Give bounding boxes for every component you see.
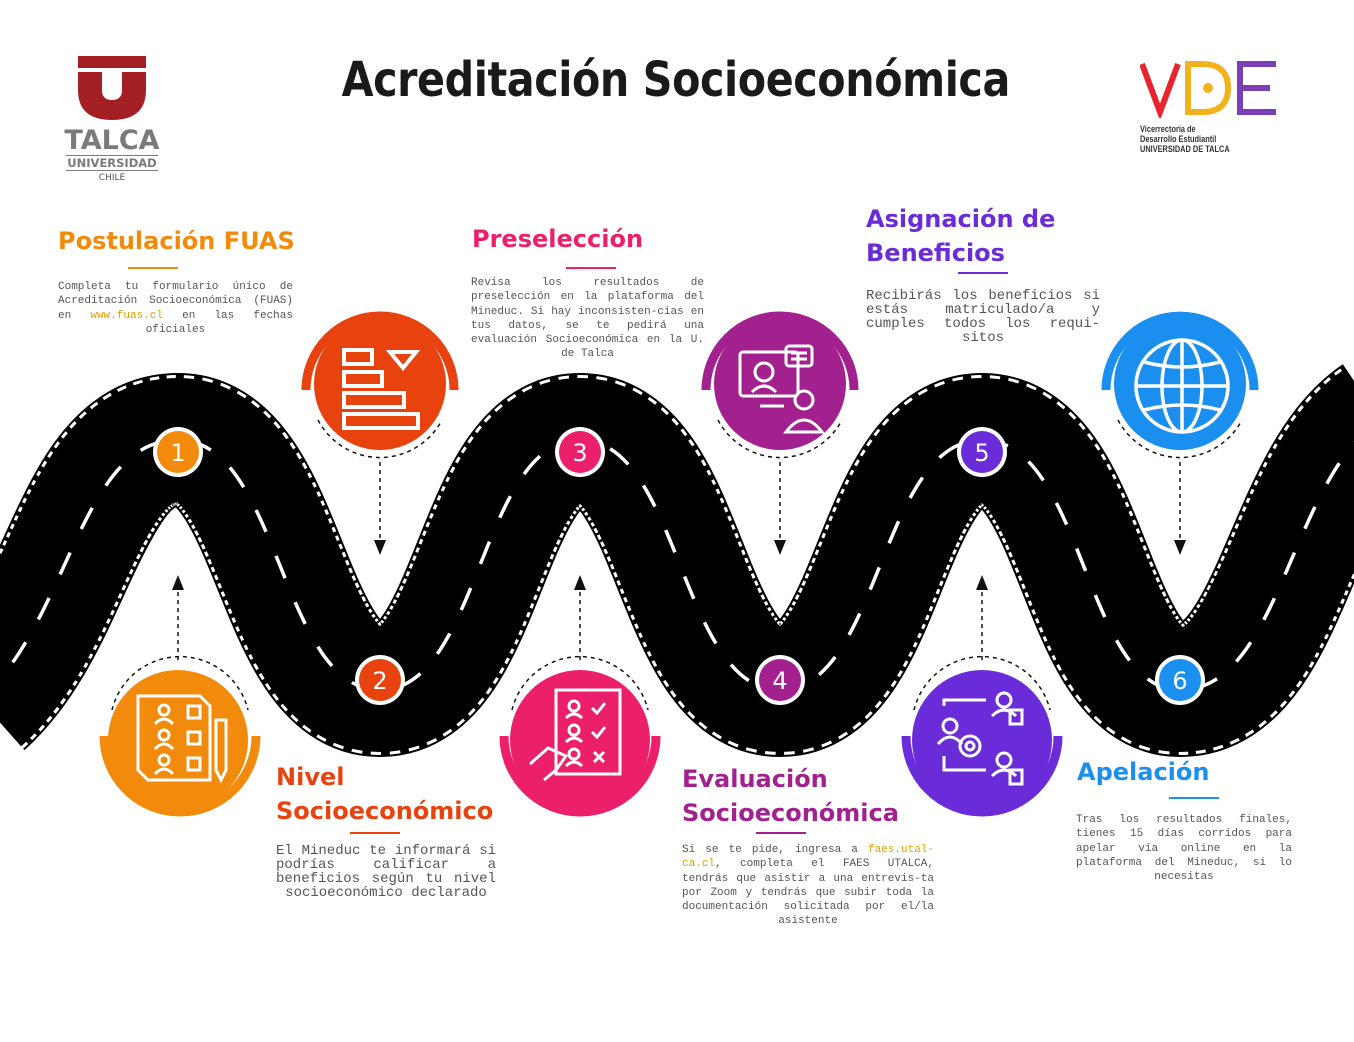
- step-number-label: 1: [170, 439, 185, 467]
- icon-circle-step6: [1101, 311, 1259, 459]
- page-title: Acreditación Socioeconómica: [341, 52, 1011, 108]
- icon-circle-step1: [99, 655, 261, 817]
- step3-underline: [566, 267, 616, 269]
- utalca-emblem-icon: [78, 56, 146, 120]
- step4-underline: [756, 832, 806, 834]
- step-number-6: 6: [1155, 655, 1205, 705]
- step3-title: Preselección: [472, 225, 644, 253]
- people-process-icon: [936, 691, 1024, 786]
- step-number-4: 4: [755, 655, 805, 705]
- step6-title: Apelación: [1077, 758, 1210, 786]
- vde-line-3: UNIVERSIDAD DE TALCA: [1140, 144, 1230, 154]
- step1-description: Completa tu formulario único de Acredita…: [58, 281, 293, 336]
- icon-circle-step5: [901, 655, 1063, 817]
- step3-description: Revisa los resultados de preselección en…: [471, 277, 704, 361]
- vde-letters-icon: [1139, 61, 1276, 121]
- fuas-link[interactable]: www.fuas.cl: [90, 309, 163, 322]
- vde-logo: Vicerrectoría de Desarrollo Estudiantil …: [1139, 58, 1290, 154]
- step-number-label: 4: [772, 667, 787, 695]
- step2-description: El Mineduc te informará si podrías calif…: [276, 843, 496, 901]
- faes-link[interactable]: faes.utal-ca.cl: [682, 844, 934, 871]
- form-checklist-icon: [136, 694, 228, 784]
- utalca-logo: TALCA UNIVERSIDAD CHILE: [60, 56, 164, 183]
- hand-checklist-icon: [529, 688, 622, 782]
- step-number-2: 2: [355, 655, 405, 705]
- step6-description: Tras los resultados finales, tienes 15 d…: [1076, 814, 1292, 884]
- vde-line-1: Vicerrectoría de: [1140, 124, 1196, 134]
- step1-underline: [128, 267, 178, 269]
- gantt-bars-icon: [342, 348, 421, 430]
- logo-universidad-word: UNIVERSIDAD: [66, 155, 158, 171]
- step-number-label: 3: [572, 439, 587, 467]
- globe-icon: [1134, 338, 1230, 434]
- step5-underline: [958, 272, 1008, 274]
- step-number-label: 6: [1172, 667, 1187, 695]
- step2-underline: [350, 832, 400, 834]
- step5-description: Recibirás los beneficios si estás matric…: [866, 288, 1100, 346]
- connector-arrows: [172, 462, 1186, 660]
- step4-description: Si se te pide, ingresa a faes.utal-ca.cl…: [682, 844, 934, 928]
- step6-underline: [1169, 797, 1219, 799]
- step-number-label: 5: [974, 439, 989, 467]
- vde-line-2: Desarrollo Estudiantil: [1140, 134, 1217, 144]
- icon-circle-step4: [701, 311, 859, 459]
- icon-circle-step3: [499, 655, 661, 817]
- step-number-5: 5: [957, 427, 1007, 477]
- video-interview-icon: [738, 344, 826, 434]
- logo-talca-word: TALCA: [64, 125, 160, 156]
- logo-chile-word: CHILE: [98, 173, 126, 183]
- step-number-label: 2: [372, 667, 387, 695]
- step-number-3: 3: [555, 427, 605, 477]
- step1-title: Postulación FUAS: [58, 227, 295, 255]
- step-number-markers: 1 2 3 4 5 6: [153, 427, 1205, 705]
- step-number-1: 1: [153, 427, 203, 477]
- icon-circle-step2: [301, 311, 459, 459]
